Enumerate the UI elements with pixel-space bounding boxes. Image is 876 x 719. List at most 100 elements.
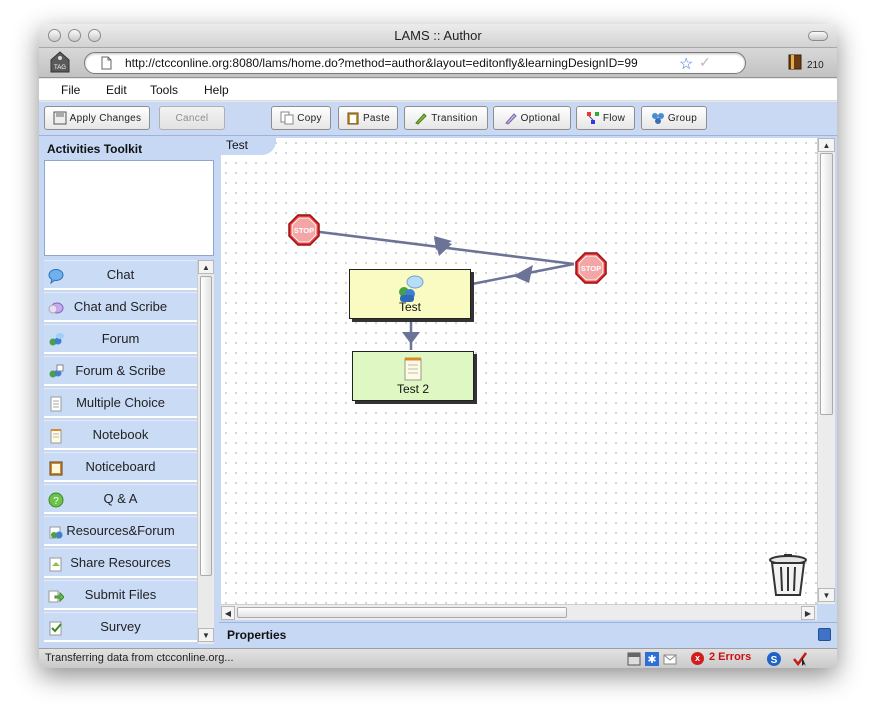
canvas-hscroll-thumb[interactable]: [237, 607, 567, 618]
tool-item-forum[interactable]: Forum: [44, 324, 197, 354]
tool-label: Forum: [101, 331, 140, 346]
tool-item-resources-forum[interactable]: Resources&Forum: [44, 516, 197, 546]
scroll-down-arrow-icon[interactable]: ▼: [818, 588, 835, 602]
close-window-button[interactable]: [48, 29, 61, 42]
tag-icon[interactable]: TAG: [49, 51, 71, 73]
url-text[interactable]: http://ctcconline.org:8080/lams/home.do?…: [125, 56, 638, 70]
canvas-vscroll-thumb[interactable]: [820, 153, 833, 415]
group-icon: [651, 111, 665, 125]
trash-bin-icon[interactable]: [765, 554, 811, 598]
transition-button[interactable]: Transition: [404, 106, 488, 130]
group-button[interactable]: Group: [641, 106, 707, 130]
svg-text:?: ?: [53, 496, 59, 507]
copy-button[interactable]: Copy: [271, 106, 331, 130]
optional-icon: [504, 111, 518, 125]
tool-item-chat[interactable]: Chat: [44, 260, 197, 290]
tool-label: Notebook: [92, 427, 149, 442]
chat-forum-icon: [395, 275, 425, 306]
tool-item-forum-and-scribe[interactable]: Forum & Scribe: [44, 356, 197, 386]
canvas-design-tab[interactable]: Test: [220, 136, 276, 155]
stop-label: STOP: [294, 226, 314, 235]
optional-button[interactable]: Optional: [493, 106, 571, 130]
authoring-toolbar: Apply Changes Cancel Copy Paste Transiti…: [39, 102, 837, 136]
error-icon[interactable]: x: [691, 652, 704, 665]
svg-text:✱: ✱: [647, 654, 656, 666]
tool-item-multiple-choice[interactable]: Multiple Choice: [44, 388, 197, 418]
notebook-icon: [48, 428, 64, 444]
paste-button[interactable]: Paste: [338, 106, 398, 130]
cancel-button[interactable]: Cancel: [159, 106, 225, 130]
copy-label: Copy: [297, 112, 322, 124]
toolkit-title: Activities Toolkit: [47, 142, 143, 156]
transition-arrow-icon: [434, 238, 452, 256]
toolkit-scrollbar[interactable]: ▲ ▼: [197, 260, 214, 644]
toolbar-toggle-button[interactable]: [808, 31, 828, 41]
tool-label: Chat: [106, 267, 135, 282]
tool-item-chat-and-scribe[interactable]: Chat and Scribe: [44, 292, 197, 322]
menu-bar: File Edit Tools Help: [39, 79, 837, 101]
paste-label: Paste: [362, 112, 391, 124]
expand-properties-icon[interactable]: [818, 628, 831, 641]
tool-list: Chat Chat and Scribe Forum Forum & Scrib…: [44, 260, 199, 644]
menu-tools[interactable]: Tools: [150, 83, 179, 97]
address-bar[interactable]: http://ctcconline.org:8080/lams/home.do?…: [84, 52, 746, 74]
connector-layer: [303, 228, 575, 350]
group-label: Group: [667, 112, 698, 124]
properties-label: Properties: [227, 628, 287, 642]
noticeboard-icon: [48, 460, 64, 476]
scroll-left-arrow-icon[interactable]: ◀: [221, 606, 235, 620]
chat-scribe-icon: [48, 300, 64, 316]
toolkit-scroll-thumb[interactable]: [200, 276, 212, 576]
snowflake-icon[interactable]: ✱: [645, 652, 659, 666]
mail-icon[interactable]: [663, 652, 677, 666]
zoom-window-button[interactable]: [88, 29, 101, 42]
submit-files-icon: [48, 588, 65, 604]
menu-help[interactable]: Help: [204, 83, 229, 97]
scroll-right-arrow-icon[interactable]: ▶: [801, 606, 815, 620]
pencil-icon: [414, 111, 428, 125]
chat-icon: [48, 268, 64, 285]
minimize-window-button[interactable]: [68, 29, 81, 42]
tool-label: Survey: [100, 619, 141, 634]
tool-item-survey[interactable]: Survey: [44, 612, 197, 642]
status-text: Transferring data from ctcconline.org...: [45, 652, 234, 664]
tool-item-submit-files[interactable]: Submit Files: [44, 580, 197, 610]
error-count[interactable]: 2 Errors: [709, 651, 752, 663]
tool-item-q-and-a[interactable]: ? Q & A: [44, 484, 197, 514]
cursor-check-icon[interactable]: [793, 652, 808, 667]
resources-forum-icon: [48, 524, 64, 540]
end-stop-icon[interactable]: STOP: [575, 252, 607, 284]
activity-label: Test 2: [396, 382, 429, 396]
bookmark-star-icon[interactable]: ☆: [679, 56, 694, 73]
start-stop-icon[interactable]: STOP: [288, 214, 320, 246]
apply-changes-button[interactable]: Apply Changes: [44, 106, 150, 130]
scroll-up-arrow-icon[interactable]: ▲: [818, 138, 835, 152]
copy-icon: [280, 111, 294, 125]
canvas-horizontal-scrollbar[interactable]: ◀ ▶: [221, 604, 817, 620]
flow-icon: [586, 111, 600, 125]
activity-node-test-2[interactable]: Test 2: [352, 351, 474, 401]
scroll-up-arrow-icon[interactable]: ▲: [198, 260, 214, 274]
activity-label: Test: [398, 300, 421, 314]
skype-icon[interactable]: S: [767, 652, 781, 666]
tool-item-share-resources[interactable]: Share Resources: [44, 548, 197, 578]
flow-button[interactable]: Flow: [576, 106, 635, 130]
window-icon[interactable]: [627, 652, 641, 666]
title-bar: LAMS :: Author: [39, 24, 837, 48]
activity-node-test[interactable]: Test: [349, 269, 471, 319]
navigation-bar: TAG http://ctcconline.org:8080/lams/home…: [39, 48, 837, 78]
design-canvas[interactable]: STOP STOP: [221, 138, 817, 604]
scroll-down-arrow-icon[interactable]: ▼: [198, 628, 214, 642]
go-check-icon[interactable]: ✓: [699, 54, 711, 70]
bookmark-count: 210: [807, 60, 824, 71]
tool-label: Share Resources: [70, 555, 171, 570]
tool-item-notebook[interactable]: Notebook: [44, 420, 197, 450]
menu-file[interactable]: File: [61, 83, 81, 97]
optional-label: Optional: [520, 112, 561, 124]
qa-icon: ?: [48, 492, 64, 508]
menu-edit[interactable]: Edit: [106, 83, 127, 97]
survey-icon: [48, 620, 64, 636]
tool-item-noticeboard[interactable]: Noticeboard: [44, 452, 197, 482]
canvas-vertical-scrollbar[interactable]: ▲ ▼: [817, 138, 835, 604]
bookmarks-icon[interactable]: [788, 54, 802, 70]
